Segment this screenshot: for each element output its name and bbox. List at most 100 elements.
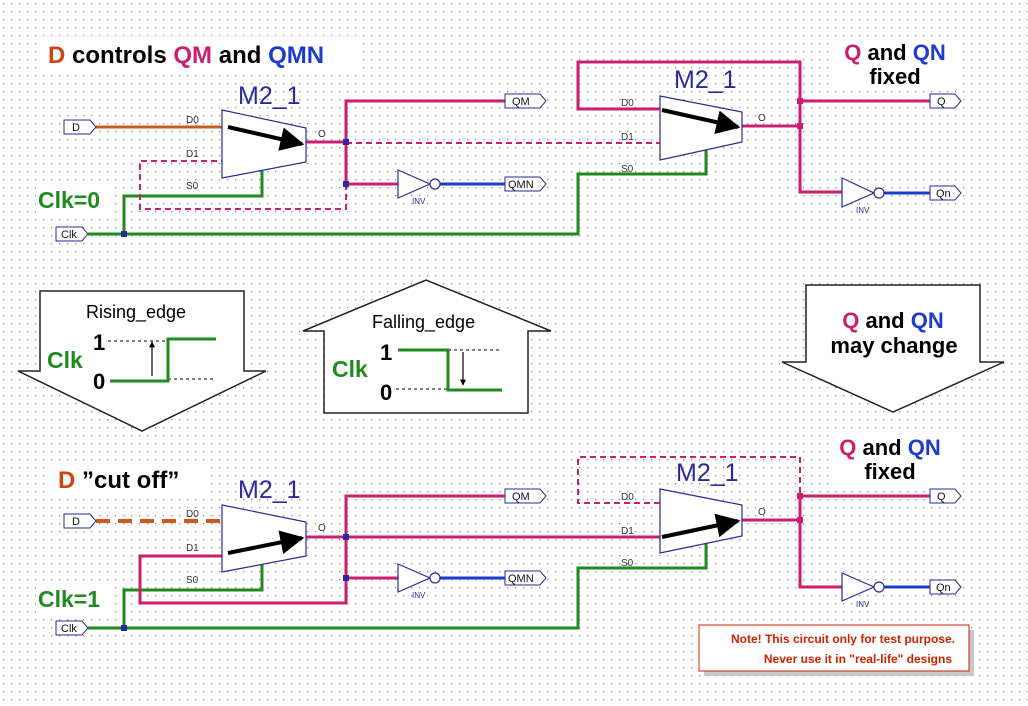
bottom-qn-feed — [798, 520, 842, 589]
may-change-line1: Q and QN — [842, 308, 944, 333]
top-clk-wire-mux1 — [88, 168, 264, 236]
top-port-qn-label: Qn — [936, 188, 951, 200]
falling-clk-label: Clk — [332, 356, 368, 382]
bottom-clk-wire-mux2 — [124, 544, 708, 630]
bottom-inv1-bubble — [429, 572, 441, 584]
bottom-inv2-label: INV — [856, 600, 870, 609]
top-clk-junction — [121, 231, 127, 237]
bottom-port-qn — [929, 579, 962, 595]
bottom-status-fixed: fixed — [864, 459, 915, 484]
top-qn-feed — [798, 126, 842, 194]
bottom-port-qm-label: QM — [512, 491, 530, 503]
top-heading-box — [42, 36, 360, 72]
rising-edge-title: Rising_edge — [86, 302, 186, 323]
bottom-port-q — [929, 488, 962, 504]
top-mux1-pin-d1: D1 — [186, 149, 199, 160]
bottom-clk-wire-mux1 — [88, 562, 264, 630]
top-inv1-bubble — [429, 178, 441, 190]
top-port-clk-label: Clk — [61, 229, 77, 241]
bottom-port-q-label: Q — [937, 491, 946, 503]
bottom-heading-box — [50, 462, 206, 496]
top-clk-label: Clk=0 — [38, 187, 100, 213]
bottom-q-wire — [742, 494, 930, 522]
top-clk-wire-mux2 — [124, 150, 708, 236]
falling-one: 1 — [380, 340, 392, 365]
rising-waveform — [110, 337, 216, 383]
bottom-inv1 — [397, 563, 432, 593]
top-mux2-pin-d1: D1 — [621, 132, 634, 143]
top-qm-wire — [306, 99, 505, 144]
top-mux2-name: M2_1 — [674, 66, 737, 94]
bottom-clk-box — [36, 585, 114, 613]
top-mux2-pin-d0: D0 — [621, 98, 634, 109]
bottom-feedback-loop — [138, 554, 348, 605]
top-circuit: D controls QM and QMN Q and QN fixed Clk… — [36, 36, 962, 242]
bottom-mux2-path-arrow — [661, 513, 741, 539]
bottom-junction-q — [797, 493, 803, 499]
top-port-d — [63, 119, 97, 135]
bottom-mux1 — [221, 504, 307, 573]
top-port-clk — [55, 226, 89, 242]
bottom-inv2-bubble — [873, 581, 885, 593]
warning-note: Note! This circuit only for test purpose… — [698, 624, 974, 676]
bottom-port-clk-label: Clk — [61, 623, 77, 635]
bottom-inv1-label: INV — [412, 591, 426, 600]
rising-clk-label: Clk — [47, 347, 83, 373]
top-mux1-pin-d0: D0 — [186, 115, 199, 126]
top-inv1 — [397, 169, 432, 199]
top-junction-o2 — [797, 123, 803, 129]
may-change-arrow — [781, 284, 1005, 413]
top-junction-qmn — [343, 181, 349, 187]
bottom-port-d-label: D — [72, 516, 80, 528]
middle-arrows: Rising_edge Clk 1 0 Falling_edge Clk 1 0… — [17, 279, 1005, 432]
bottom-port-clk — [55, 620, 89, 636]
top-inv2-bubble — [873, 187, 885, 199]
top-port-qmn-label: QMN — [508, 179, 534, 191]
top-feedback-dashed — [139, 160, 347, 210]
bottom-mux1-path-arrow — [227, 530, 305, 555]
rising-zero: 0 — [93, 369, 105, 394]
rising-one: 1 — [93, 330, 105, 355]
may-change-line2: may change — [830, 333, 957, 358]
top-port-q — [929, 93, 962, 109]
bottom-inv2 — [841, 572, 876, 602]
bottom-junction-qmn — [343, 575, 349, 581]
bottom-hold-loop-dashed — [577, 456, 801, 520]
bottom-port-qn-label: Qn — [936, 582, 951, 594]
top-mux2-path-arrow — [661, 108, 741, 134]
top-port-qmn — [504, 176, 547, 192]
top-q-wire — [742, 99, 930, 128]
bottom-port-qm — [504, 488, 547, 504]
top-mux2-pin-o: O — [758, 113, 766, 124]
bottom-qm-wire — [306, 494, 505, 539]
bottom-port-d — [63, 513, 97, 529]
bottom-clk-junction — [121, 625, 127, 631]
top-status-fixed: fixed — [869, 64, 920, 89]
bottom-junction-o2 — [797, 517, 803, 523]
bottom-heading: D ”cut off” — [58, 467, 179, 494]
bottom-port-qmn-label: QMN — [508, 573, 534, 585]
top-status-box — [832, 38, 958, 90]
top-junction-q — [797, 98, 803, 104]
top-inv2-label: INV — [856, 206, 870, 215]
bottom-mux1-pin-o: O — [318, 523, 326, 534]
top-junction-qm — [343, 139, 349, 145]
top-status-line1: Q and QN — [844, 40, 946, 65]
falling-edge-arrow — [302, 279, 552, 414]
bottom-mux2-pin-o: O — [758, 507, 766, 518]
bottom-circuit: D ”cut off” Q and QN fixed Clk=1 M2_1 D0… — [36, 433, 962, 636]
top-port-qm — [504, 93, 547, 109]
top-port-qn — [929, 185, 962, 201]
top-mux2-pin-s0: S0 — [621, 164, 634, 175]
top-port-d-label: D — [72, 122, 80, 134]
bottom-mux2-name: M2_1 — [676, 459, 739, 487]
bottom-junction-qm — [343, 534, 349, 540]
bottom-port-qmn — [504, 570, 547, 586]
note-box — [698, 624, 970, 672]
top-port-qm-label: QM — [512, 96, 530, 108]
falling-zero: 0 — [380, 380, 392, 405]
bottom-mux2-pin-s0: S0 — [621, 558, 634, 569]
top-hold-loop — [576, 60, 802, 126]
